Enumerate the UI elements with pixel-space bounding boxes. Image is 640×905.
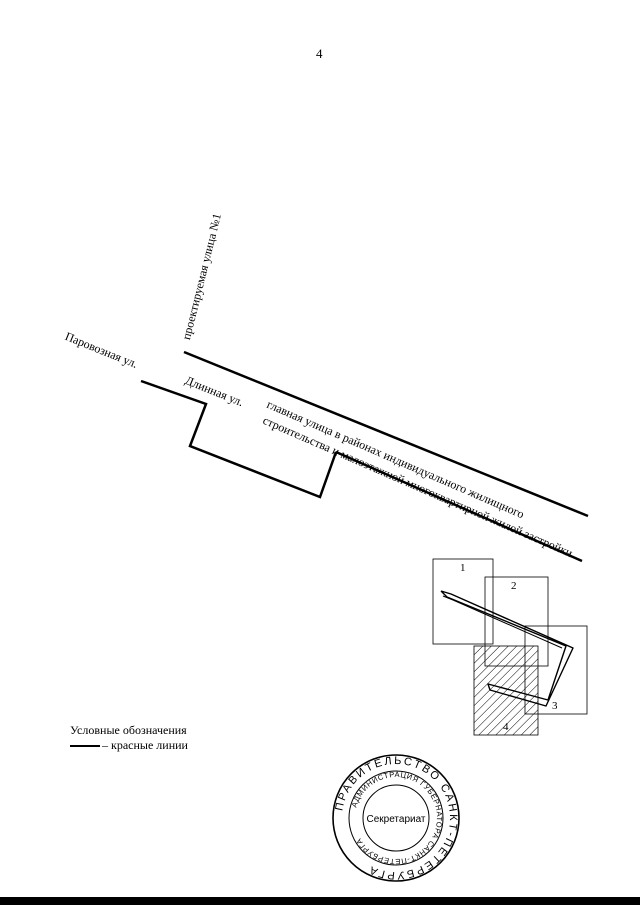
legend-title: Условные обозначения — [70, 723, 187, 737]
scan-bottom-edge — [0, 897, 640, 905]
seal-center-text: Секретариат — [366, 814, 425, 825]
inset-label-2: 2 — [511, 580, 517, 592]
inset-label-1: 1 — [460, 562, 466, 574]
red-line-main-lower — [335, 450, 583, 563]
official-seal: ПРАВИТЕЛЬСТВО САНКТ-ПЕТЕРБУРГА АДМИНИСТР… — [332, 754, 460, 882]
legend-item-label: – красные линии — [102, 738, 188, 752]
legend-line-symbol — [70, 744, 100, 747]
inset-label-3: 3 — [552, 700, 558, 712]
inset-route — [440, 590, 574, 707]
legend-item-red-lines: – красные линии — [70, 738, 188, 753]
inset-sheet-3 — [524, 625, 588, 715]
inset-sheet-2 — [484, 576, 549, 667]
red-line-main-upper — [183, 350, 589, 518]
inset-sheet-1 — [432, 558, 494, 645]
inset-scheme — [432, 558, 588, 736]
inset-label-4: 4 — [503, 721, 509, 733]
red-line-district — [140, 379, 338, 499]
page-number: 4 — [316, 46, 323, 61]
